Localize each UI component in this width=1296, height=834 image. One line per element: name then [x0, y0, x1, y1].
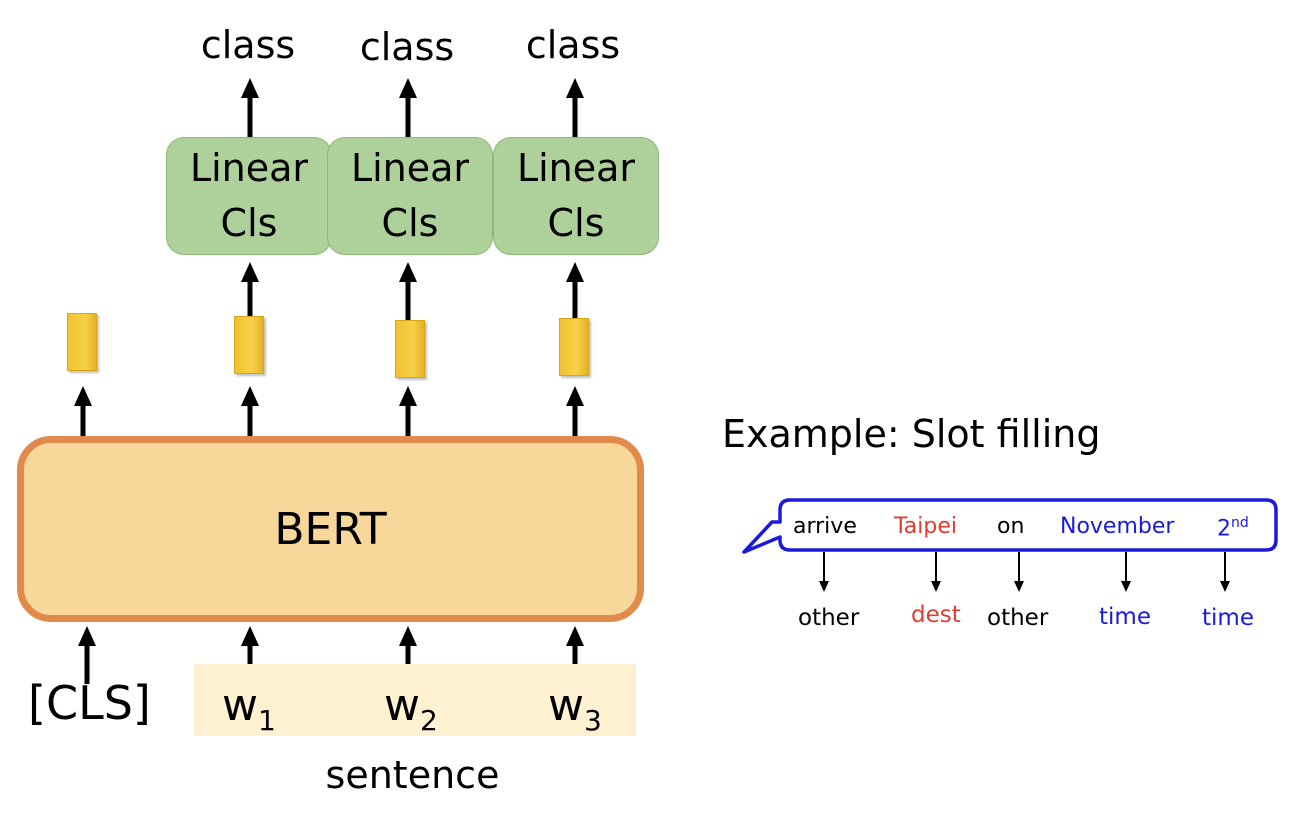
slot-arrows — [819, 552, 1230, 592]
example-word: arrive — [793, 514, 857, 539]
linear-classifier-box: Linear Cls — [493, 137, 659, 255]
classifier-label-line1: Linear — [350, 145, 470, 190]
arrowhead — [566, 262, 584, 282]
cls-token: [CLS] — [28, 676, 151, 730]
sentence-label: sentence — [325, 753, 500, 797]
token-output-vector — [395, 320, 425, 378]
token-subscript: 2 — [420, 704, 438, 737]
bert-to-vector-arrows — [74, 386, 584, 436]
classifier-label-line2: Cls — [547, 201, 605, 245]
classifier-label-line2: Cls — [381, 201, 439, 245]
token-output-vector — [559, 318, 589, 376]
arrowhead — [1014, 581, 1024, 592]
arrowhead — [1121, 581, 1131, 592]
input-token-w2: w2 — [384, 684, 438, 735]
output-arrows — [241, 78, 584, 137]
token-subscript: 3 — [584, 704, 602, 737]
arrowhead — [566, 626, 584, 646]
classifier-label-line1: Linear — [189, 145, 309, 190]
example-word-superscript: nd — [1231, 515, 1249, 531]
slot-tag: other — [798, 605, 860, 631]
example-word: November — [1060, 514, 1175, 539]
arrowhead — [566, 386, 584, 406]
example-word-base: 2 — [1217, 516, 1231, 542]
linear-classifier-box: Linear Cls — [327, 137, 493, 255]
class-output-label: class — [200, 23, 296, 67]
slot-tag: dest — [911, 602, 961, 628]
arrowhead — [78, 626, 96, 646]
cls-output-vector — [67, 313, 97, 371]
arrowhead — [241, 626, 259, 646]
token-base: w — [384, 680, 420, 731]
arrowhead — [241, 262, 259, 282]
input-token-w1: w1 — [222, 684, 276, 735]
vector-to-classifier-arrows — [241, 262, 584, 320]
bert-model-box: BERT — [17, 436, 644, 622]
token-subscript: 1 — [258, 704, 276, 737]
arrowhead — [399, 78, 417, 98]
class-output-label: class — [359, 25, 455, 69]
example-word: Taipei — [894, 514, 958, 539]
token-base: w — [222, 680, 258, 731]
token-output-vector — [234, 316, 264, 374]
arrowhead — [241, 78, 259, 98]
slot-tag: other — [987, 605, 1049, 631]
bert-label: BERT — [274, 503, 387, 555]
arrowhead — [74, 386, 92, 406]
example-word: 2nd — [1217, 516, 1249, 540]
sentence-highlight — [194, 664, 636, 736]
classifier-label-line2: Cls — [220, 201, 278, 245]
arrowhead — [819, 581, 829, 592]
arrowhead — [399, 262, 417, 282]
arrowhead — [566, 78, 584, 98]
input-token-w3: w3 — [548, 684, 602, 735]
token-base: w — [548, 680, 584, 731]
example-title: Example: Slot filling — [722, 412, 1101, 456]
arrowhead — [931, 581, 941, 592]
arrowhead — [241, 386, 259, 406]
class-output-label: class — [525, 23, 621, 67]
example-word: on — [997, 514, 1025, 539]
slot-tag: time — [1099, 604, 1151, 630]
arrowhead — [399, 626, 417, 646]
example-callout-bubble — [742, 498, 1278, 554]
classifier-label-line1: Linear — [516, 145, 636, 190]
arrowhead — [1220, 581, 1230, 592]
arrowhead — [399, 386, 417, 406]
linear-classifier-box: Linear Cls — [166, 137, 332, 255]
slot-tag: time — [1202, 605, 1254, 631]
